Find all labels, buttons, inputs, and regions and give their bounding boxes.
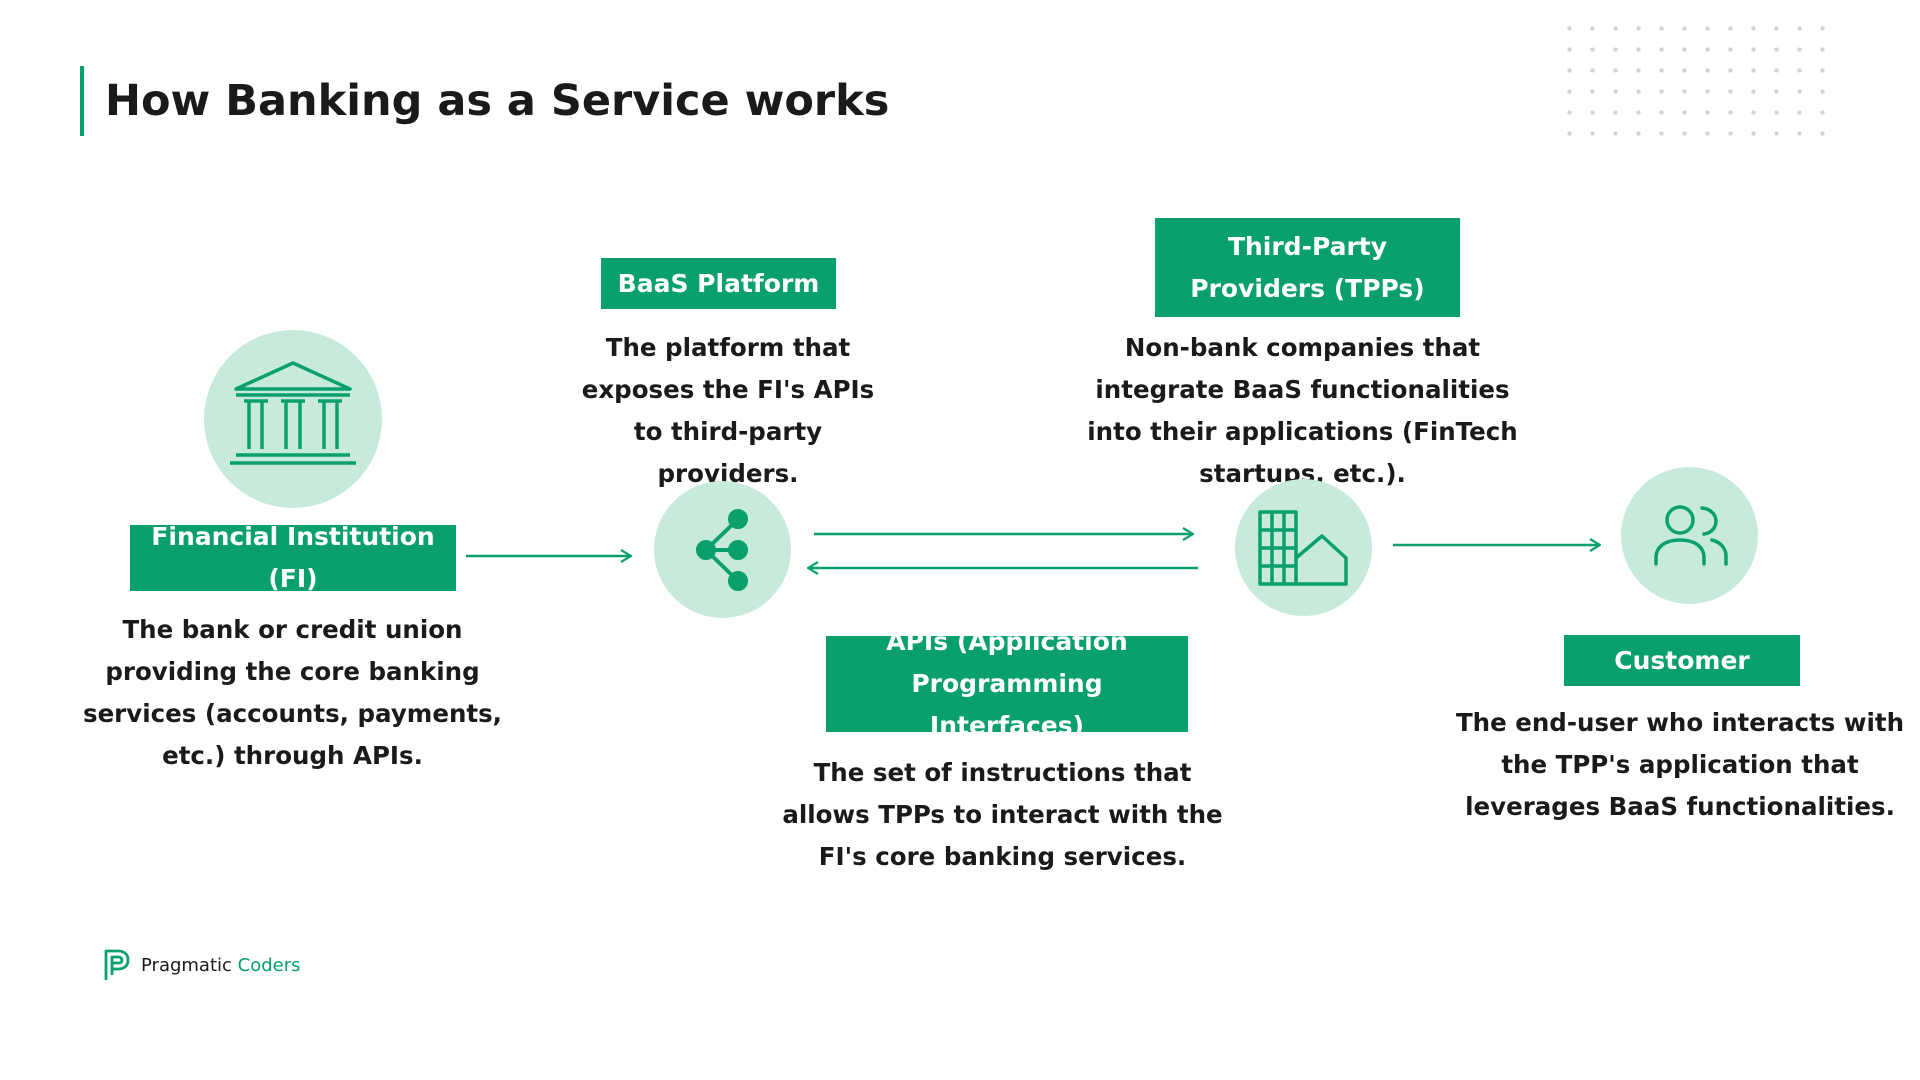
fi-icon-circle bbox=[204, 330, 382, 508]
baas-label: BaaS Platform bbox=[601, 258, 836, 309]
bank-icon bbox=[230, 361, 356, 465]
customer-label: Customer bbox=[1564, 635, 1800, 686]
fi-description: The bank or credit union providing the c… bbox=[82, 615, 502, 770]
tpp-icon-circle bbox=[1235, 479, 1372, 616]
brand-name-part1: Pragmatic bbox=[141, 954, 232, 976]
brand-name-part2: Coders bbox=[237, 954, 301, 976]
fi-label: Financial Institution (FI) bbox=[130, 522, 456, 593]
baas-description: The platform that exposes the FI's APIs … bbox=[581, 333, 875, 488]
customer-icon-circle bbox=[1621, 467, 1758, 604]
apis-description: The set of instructions that allows TPPs… bbox=[782, 758, 1223, 871]
tpp-description: Non-bank companies that integrate BaaS f… bbox=[1087, 333, 1518, 488]
buildings-icon bbox=[1257, 509, 1348, 586]
tpp-label: Third-Party Providers (TPPs) bbox=[1155, 218, 1460, 317]
page-title: How Banking as a Service works bbox=[105, 76, 890, 126]
dot-grid-decoration bbox=[1558, 18, 1828, 140]
pragmatic-coders-logo-icon bbox=[104, 949, 130, 980]
customer-description: The end-user who interacts with the TPP'… bbox=[1455, 708, 1905, 821]
brand-name: Pragmatic Coders bbox=[141, 955, 301, 976]
baas-icon-circle bbox=[654, 481, 791, 618]
share-icon bbox=[695, 508, 748, 591]
title-accent-bar bbox=[80, 66, 84, 136]
users-icon bbox=[1653, 504, 1728, 566]
apis-label: APIs (Application Programming Interfaces… bbox=[826, 627, 1188, 740]
brand-logo: Pragmatic Coders bbox=[103, 948, 301, 982]
